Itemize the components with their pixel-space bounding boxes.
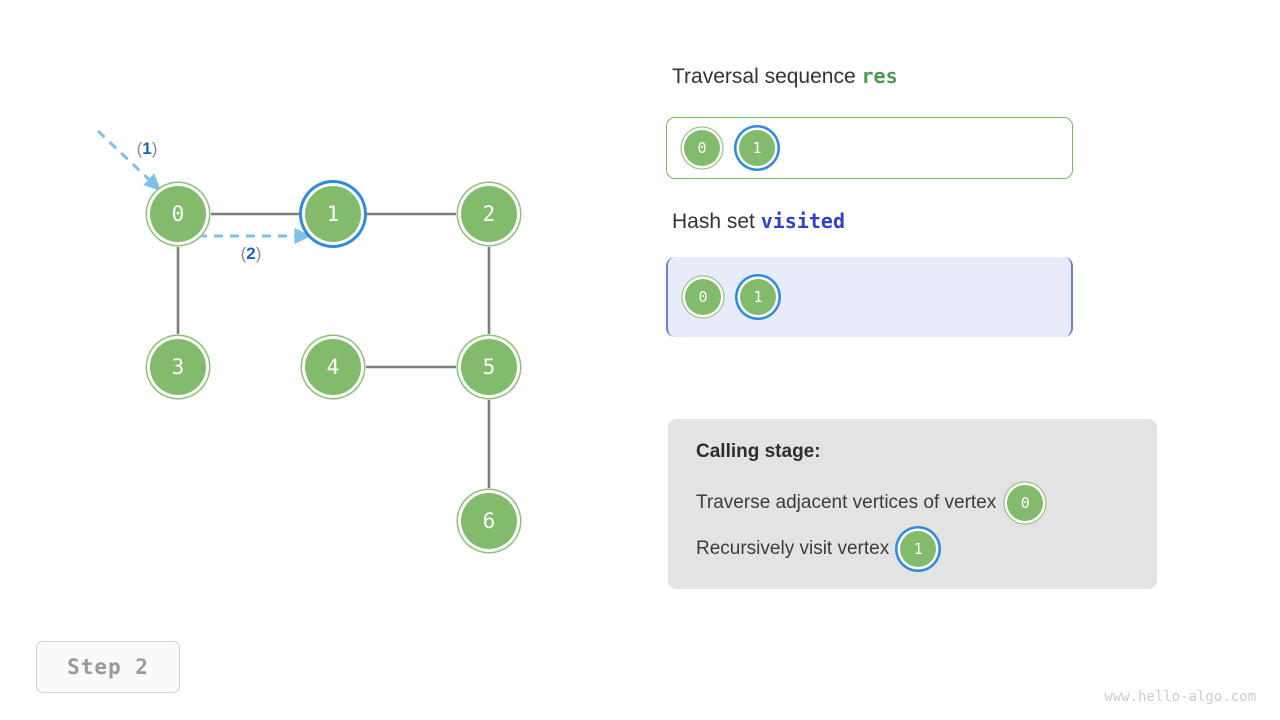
calling-stage-badge-1: 1 [900,531,937,567]
graph-node-5: 5 [461,339,517,395]
calling-stage-line-text: Recursively visit vertex [696,538,890,559]
annotation-number: 2 [246,244,256,263]
res-chip-1: 1 [739,130,775,166]
entry-arrow [96,129,162,192]
calling-stage-line-1: Traverse adjacent vertices of vertex 0 [696,480,1157,526]
arrow-layer [96,129,312,245]
graph-node-3: 3 [150,339,206,395]
step-badge: Step 2 [36,641,180,693]
graph-node-6: 6 [461,493,517,549]
res-heading-text: Traversal sequence [672,65,862,88]
annotation-number: 1 [142,139,152,158]
annotation-paren-close: ) [151,139,158,158]
calling-stage-card: Calling stage: Traverse adjacent vertice… [668,419,1157,589]
visited-chip-1: 1 [740,279,776,315]
annotation-paren-open: ( [136,139,143,158]
res-code-label: res [861,64,898,88]
calling-stage-title: Calling stage: [696,441,821,462]
edge-layer [176,212,491,488]
calling-stage-line-2: Recursively visit vertex 1 [696,526,1157,572]
graph-annotation-step1: (1) [137,139,158,159]
watermark: www.hello-algo.com [1104,689,1256,705]
graph-node-4: 4 [305,339,361,395]
graph-annotation-step2: (2) [241,244,262,264]
graph-node-0: 0 [150,186,206,242]
visited-heading-text: Hash set [672,210,761,233]
res-chip-0: 0 [684,130,720,166]
graph-node-2: 2 [461,186,517,242]
res-heading: Traversal sequence res [672,64,898,89]
annotation-paren-close: ) [255,244,262,263]
calling-stage-badge-0: 0 [1007,485,1044,521]
calling-stage-line-text: Traverse adjacent vertices of vertex [696,492,997,513]
graph-node-1: 1 [305,186,361,242]
annotation-paren-open: ( [240,244,247,263]
visited-heading: Hash set visited [672,209,845,234]
graph-canvas [96,129,491,488]
visited-code-label: visited [760,209,846,233]
visited-chip-0: 0 [685,279,721,315]
